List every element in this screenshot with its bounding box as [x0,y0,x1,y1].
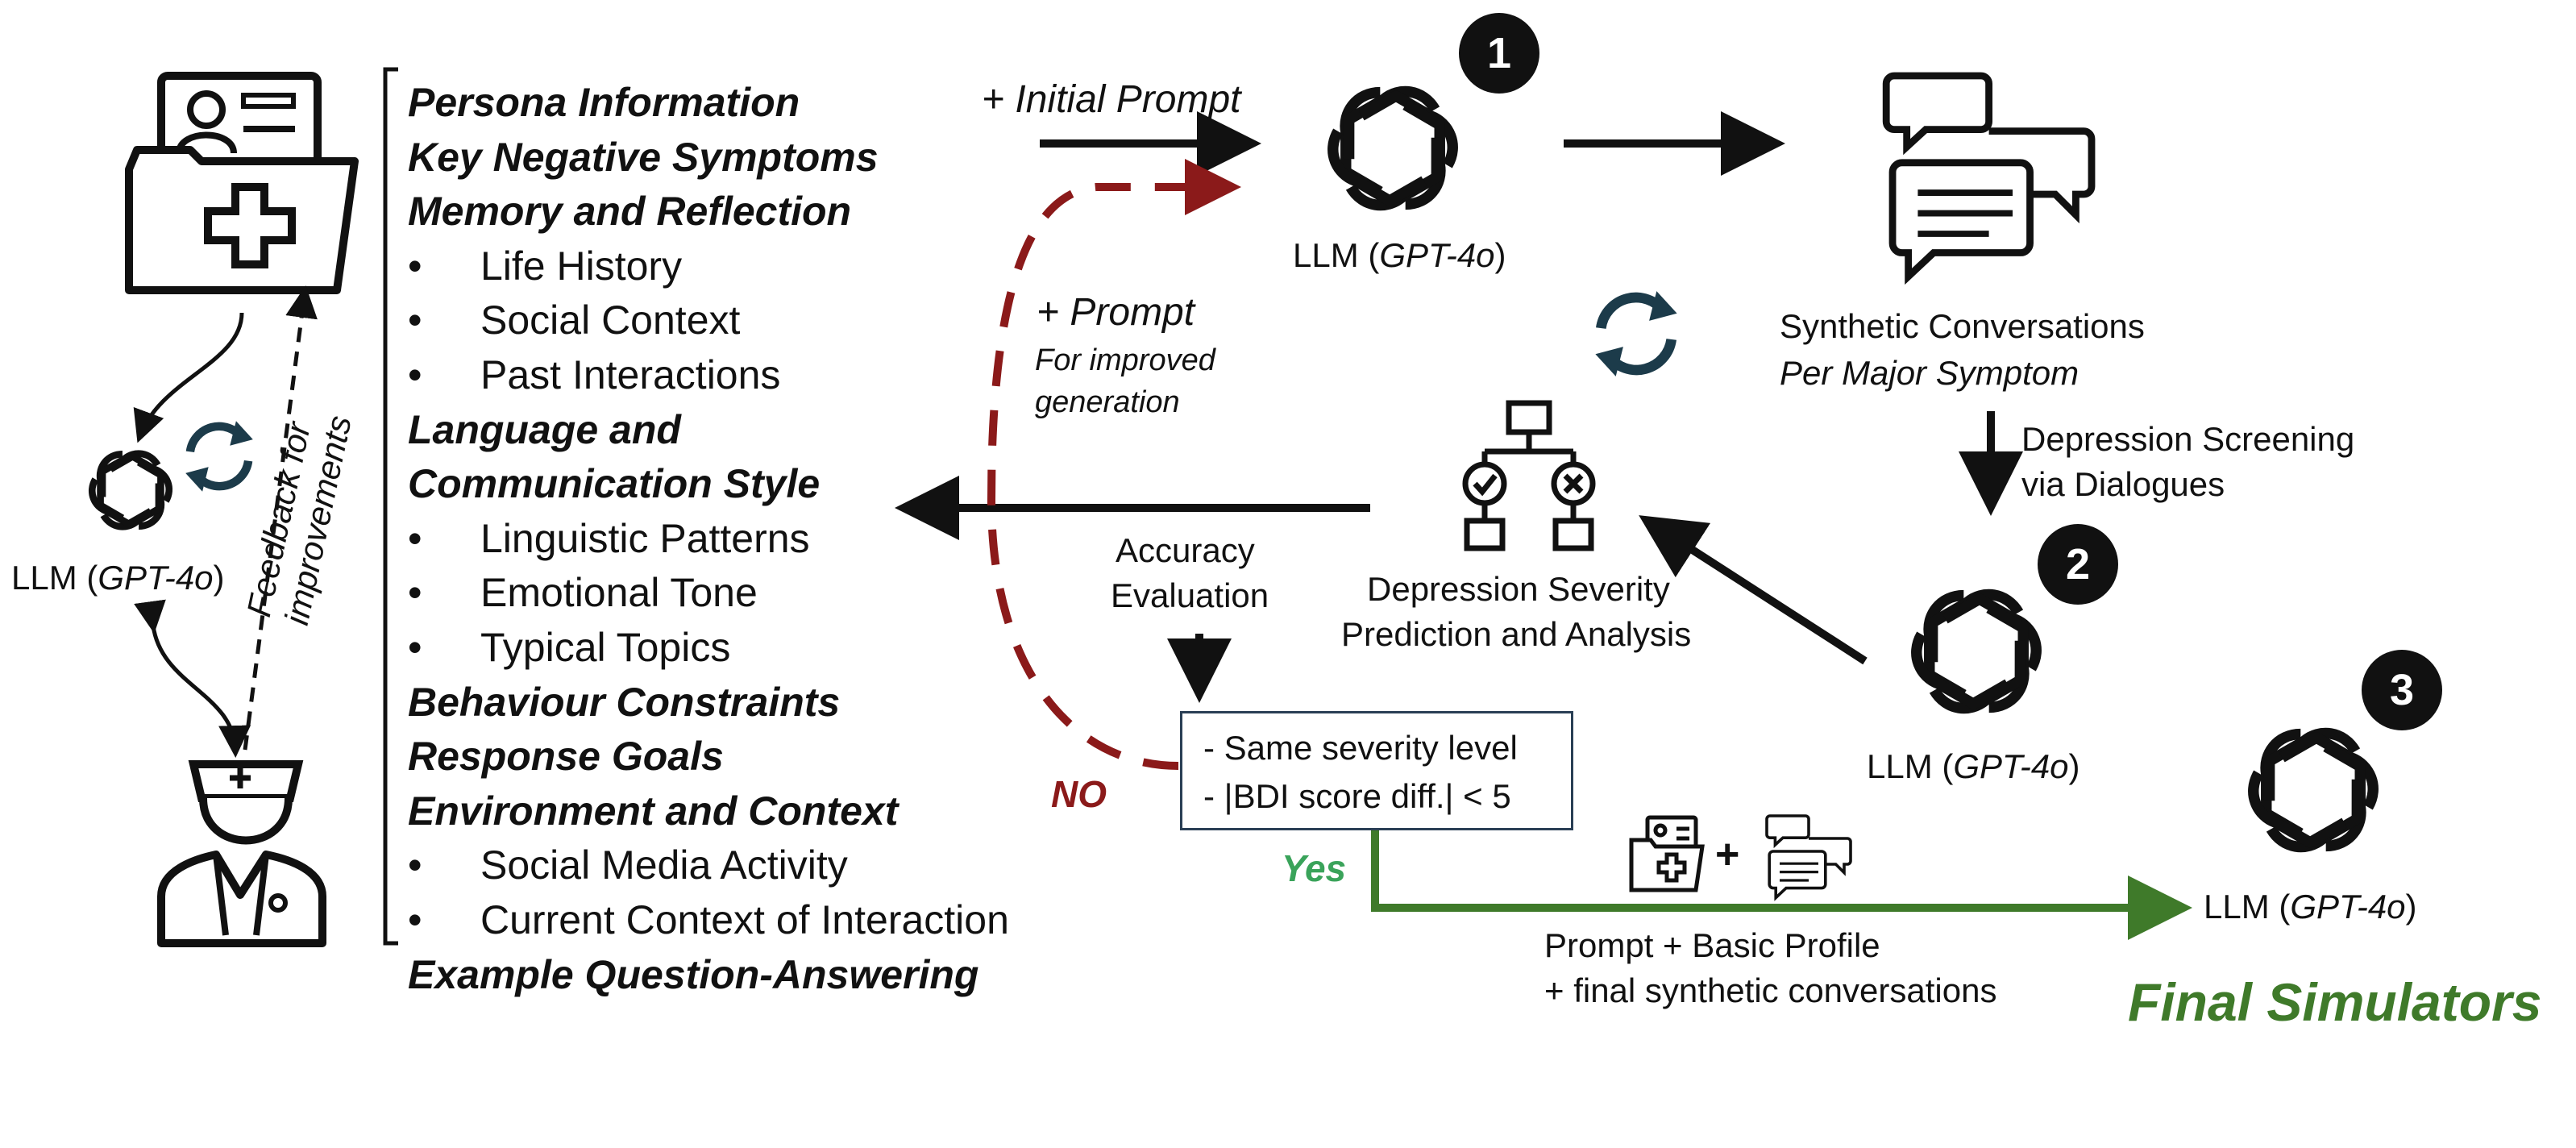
screening-line2: via Dialogues [2021,465,2225,503]
svg-text:3: 3 [2390,666,2414,714]
criteria-line2: - |BDI score diff.| < 5 [1203,777,1511,815]
component-text: Emotional Tone [480,570,758,615]
component-bullet: • Linguistic Patterns [408,516,810,561]
step-2-badge: 2 [2038,524,2118,605]
component-text: Social Context [480,297,741,343]
yes-green-arrow [1371,830,2192,940]
component-heading: Communication Style [408,464,820,504]
feedback-dashed-arrow [243,285,318,751]
plus-sign: + [1715,831,1740,878]
component-bullet: • Past Interactions [408,352,781,397]
llm1-label: LLM (GPT-4o) [1293,236,1506,274]
synthetic-conversations-title: Synthetic Conversations [1780,307,2145,345]
component-text: Communication Style [408,461,821,506]
llm2-label: LLM (GPT-4o) [1867,747,2080,785]
openai-logo-icon [1320,79,1465,217]
synthetic-conversations-subtitle: Per Major Symptom [1780,354,2079,392]
component-bullet: • Social Context [408,297,741,343]
prompt-plus-label: + Prompt [1037,291,1195,334]
components-bracket [383,67,398,946]
component-text: Persona Information [408,80,800,125]
curve-arrow-folder-to-llm [133,312,244,443]
component-text: Memory and Reflection [408,189,852,234]
bullet-point: • [408,352,422,397]
clinician-icon [157,760,326,947]
component-bullet: • Social Media Activity [408,842,848,888]
component-bullet: • Current Context of Interaction [408,897,1009,942]
component-heading: Persona Information [408,82,800,123]
component-text: Life History [480,243,683,289]
bullet-point: • [408,897,422,942]
component-bullet: • Emotional Tone [408,570,758,615]
refresh-icon [185,421,253,491]
final-simulators-title: Final Simulators [2128,972,2542,1032]
component-text: Behaviour Constraints [408,680,841,725]
curve-arrow-llm-clinician [134,599,251,758]
accuracy-line2: Evaluation [1111,576,1269,614]
component-bullet: • Typical Topics [408,625,731,670]
component-text: Social Media Activity [480,842,848,888]
component-text: Response Goals [408,734,724,779]
bullet-point: • [408,570,422,615]
llm3-label: LLM (GPT-4o) [2204,888,2417,925]
prompt-note-line2: generation [1035,385,1180,419]
step-3-badge: 3 [2362,650,2442,730]
yes-label: Yes [1282,847,1347,889]
component-text: Typical Topics [480,625,731,670]
component-text: Environment and Context [408,788,899,834]
component-text: Linguistic Patterns [480,516,810,561]
screening-line1: Depression Screening [2021,420,2355,458]
final-prompt-line1: Prompt + Basic Profile [1544,926,1880,964]
no-label: NO [1051,773,1107,815]
component-text: Current Context of Interaction [480,897,1009,942]
bullet-point: • [408,516,422,561]
no-loop-dashed-arrow [987,159,1241,770]
criteria-line1: - Same severity level [1203,729,1518,767]
openai-logo-icon [1904,582,2048,720]
bullet-point: • [408,842,422,888]
component-text: Example Question-Answering [408,952,979,997]
accuracy-line1: Accuracy [1116,531,1255,569]
component-text: Language and [408,407,681,452]
left-llm-label: LLM (GPT-4o) [11,559,225,597]
initial-prompt-label: + Initial Prompt [982,78,1241,121]
component-heading: Memory and Reflection [408,191,851,231]
component-heading: Example Question-Answering [408,955,978,995]
criteria-box: - Same severity level - |BDI score diff.… [1180,711,1573,830]
component-text: Key Negative Symptoms [408,135,879,180]
arrow-llm2-to-severity [1639,515,1868,665]
openai-logo-icon [84,446,177,534]
refresh-icon [1595,291,1676,376]
svg-text:1: 1 [1487,29,1511,77]
bullet-point: • [408,625,422,670]
openai-logo-icon [2241,721,2385,859]
conversation-bubbles-icon [1886,76,2092,277]
component-heading: Language and [408,410,681,450]
bullet-point: • [408,243,422,289]
bullet-point: • [408,297,422,343]
medical-folder-icon [125,72,359,294]
component-heading: Behaviour Constraints [408,682,840,722]
step-1-badge: 1 [1459,13,1539,94]
small-medical-folder-icon [1629,815,1705,892]
component-text: Past Interactions [480,352,781,397]
component-bullet: • Life History [408,243,683,289]
decision-tree-icon [1462,400,1596,551]
svg-text:2: 2 [2066,540,2090,589]
severity-line1: Depression Severity [1367,570,1670,608]
severity-line2: Prediction and Analysis [1341,615,1692,653]
small-conversation-bubbles-icon [1765,814,1852,900]
component-heading: Key Negative Symptoms [408,137,879,177]
component-heading: Environment and Context [408,791,898,831]
prompt-note-line1: For improved [1035,343,1215,377]
component-heading: Response Goals [408,736,724,776]
final-prompt-line2: + final synthetic conversations [1544,971,1997,1009]
